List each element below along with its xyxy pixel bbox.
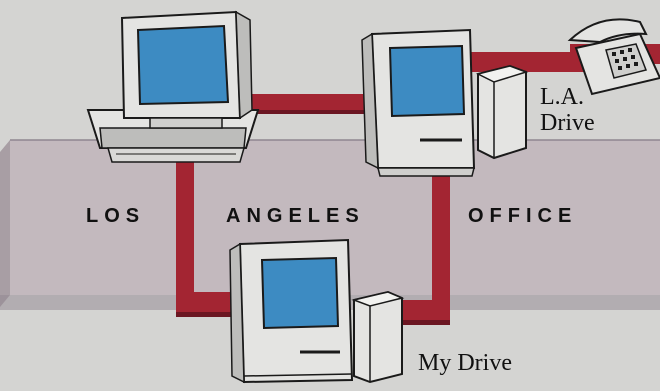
my-drive-label: My Drive — [418, 350, 512, 376]
la-drive-label-line2: Drive — [540, 110, 595, 136]
telephone-icon — [570, 19, 660, 94]
desktop-computer-icon — [88, 12, 258, 162]
office-label-angeles: ANGELES — [226, 205, 365, 227]
compact-computer-icon — [362, 30, 474, 176]
compact-computer-icon — [230, 240, 352, 382]
external-drive-icon — [478, 66, 526, 158]
office-label-office: OFFICE — [468, 205, 577, 227]
external-drive-icon — [354, 292, 402, 382]
la-drive-label-line1: L.A. — [540, 84, 584, 110]
office-label-los: LOS — [86, 205, 145, 227]
